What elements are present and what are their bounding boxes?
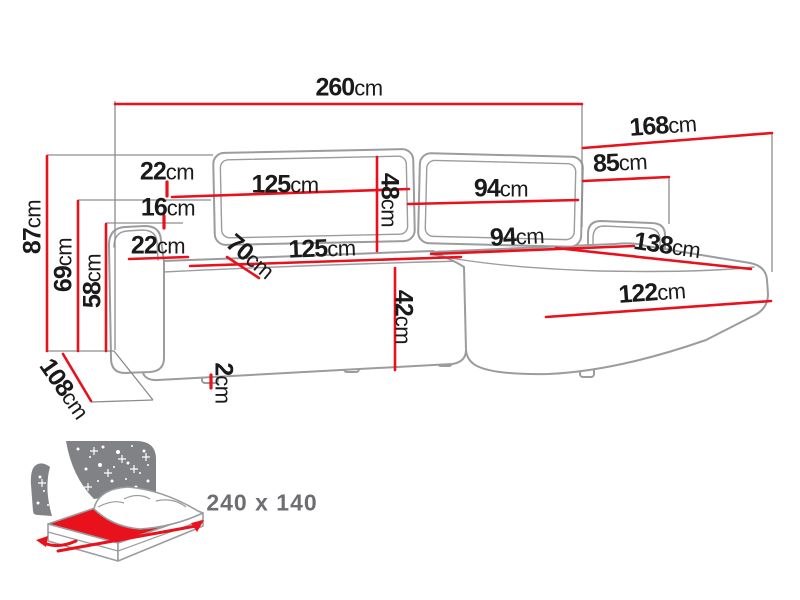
- dim-label-back-cushion-height: 48cm: [375, 172, 404, 228]
- dimension-lines: [45, 102, 774, 403]
- sofa-chaise: [430, 242, 769, 376]
- dim-label-seat-height: 42cm: [389, 289, 418, 345]
- dim-label-seat-width-right: 94cm: [489, 222, 545, 252]
- dim-label-leg-height: 2cm: [209, 362, 238, 404]
- dim-label-armrest-width: 22cm: [130, 231, 186, 260]
- dim-label-back-cushion-width-right: 94cm: [473, 174, 529, 203]
- dim-label-back-cushion-thickness: 22cm: [139, 157, 195, 186]
- extension-lines: [47, 101, 773, 403]
- dim-label-total-height: 87cm: [18, 199, 47, 255]
- dim-label-total-width: 260cm: [315, 73, 383, 102]
- sleeping-area-size-label: 240 x 140: [206, 489, 318, 516]
- sleeping-function-icon: [30, 441, 204, 562]
- dim-label-armrest-height: 58cm: [78, 253, 107, 309]
- dim-label-16: 16cm: [140, 193, 196, 222]
- dim-label-back-cushion-width-left: 125cm: [251, 170, 319, 199]
- dim-label-69: 69cm: [49, 237, 78, 293]
- bed-icon: [47, 486, 204, 562]
- sofa-backrest-right-cushion: [417, 152, 584, 248]
- sofa-backrest-left-cushion: [212, 148, 416, 246]
- dim-label-chaise-total-depth: 168cm: [628, 111, 698, 142]
- sofa-outline: [108, 148, 769, 384]
- dim-label-85: 85cm: [592, 148, 648, 178]
- unfold-arrows-icon: [36, 520, 204, 553]
- stars-icon: [36, 445, 150, 506]
- star-sparkles-icon: [38, 447, 150, 491]
- dim-label-chaise-front: 122cm: [617, 278, 687, 309]
- dim-label-seat-width-left: 125cm: [287, 234, 356, 264]
- sofa-left-armrest: [108, 225, 165, 374]
